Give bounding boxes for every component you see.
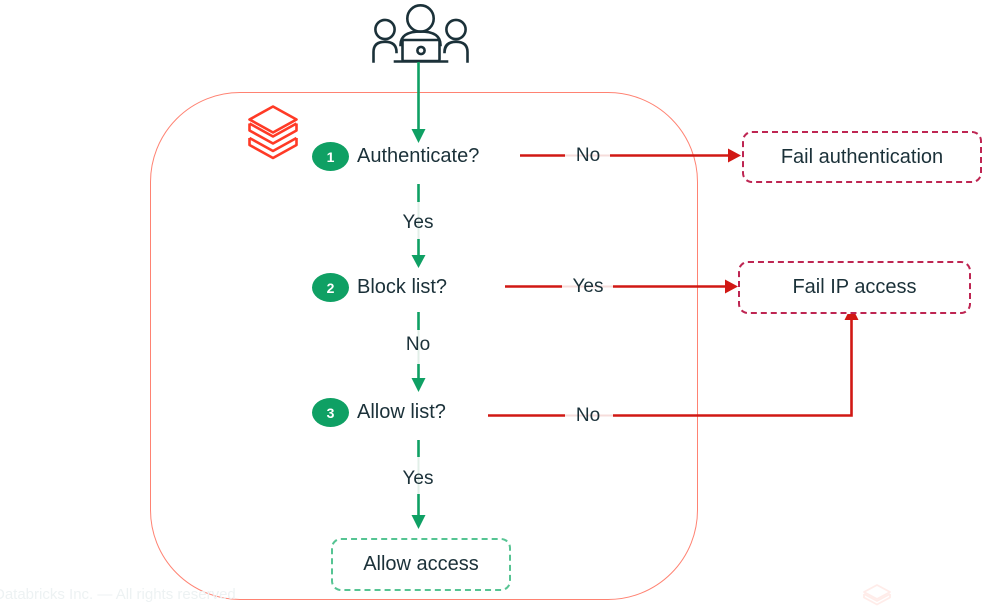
fail-ip-access-box: Fail IP access [738, 261, 971, 314]
step-2-badge: 2 [312, 273, 349, 302]
copyright-watermark: Databricks Inc. — All rights reserved [0, 586, 236, 603]
databricks-logo-watermark-icon [863, 584, 891, 606]
arrowhead-fail-ip-left [725, 279, 738, 294]
step-2-question: Block list? [357, 276, 448, 298]
step-3-badge: 3 [312, 398, 349, 427]
step-3-yes-label: Yes [402, 467, 434, 489]
fail-authentication-box: Fail authentication [742, 131, 982, 183]
step-1-no-label: No [575, 144, 601, 166]
step-1-badge: 1 [312, 142, 349, 171]
step-3-question: Allow list? [357, 401, 446, 423]
step-1-question: Authenticate? [357, 145, 480, 167]
step-1-yes-label: Yes [402, 211, 434, 233]
allow-access-box: Allow access [331, 538, 511, 591]
arrowhead-fail-auth [728, 148, 741, 163]
step-2-yes-label: Yes [572, 275, 604, 297]
step-2-no-label: No [405, 333, 431, 355]
step-3-no-label: No [575, 404, 601, 426]
users-at-laptop-icon [372, 4, 469, 63]
